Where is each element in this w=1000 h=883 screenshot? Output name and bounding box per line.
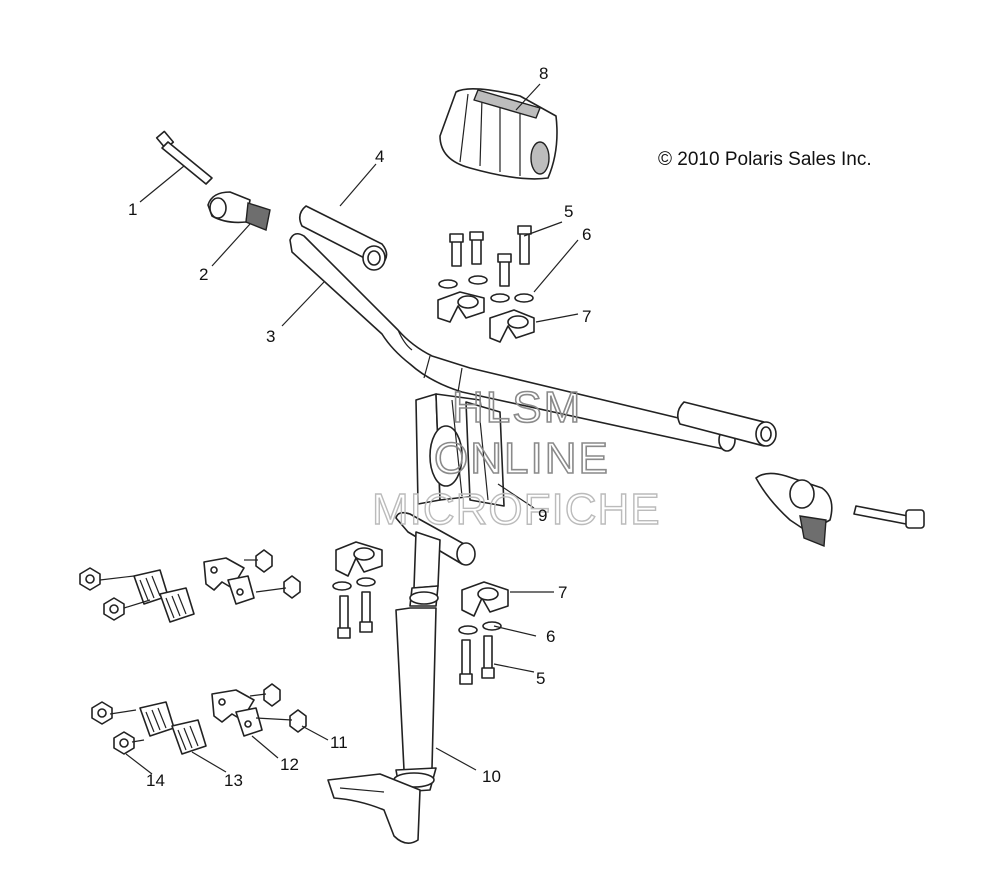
callout-5-upper: 5 [564, 202, 573, 221]
right-grip [676, 401, 777, 447]
part-1-bolt [155, 130, 213, 185]
callout-7-lower: 7 [558, 583, 567, 602]
leader-lines [99, 83, 579, 775]
callout-5-lower: 5 [536, 669, 545, 688]
upper-clamps [437, 291, 535, 343]
callout-6-upper: 6 [582, 225, 591, 244]
upper-left-hardware [79, 549, 301, 623]
callout-12: 12 [280, 755, 299, 774]
watermark-line-1: HLSM [452, 383, 582, 432]
callout-6-lower: 6 [546, 627, 555, 646]
right-bolt [853, 505, 925, 529]
lower-left-hardware [91, 683, 307, 755]
watermark-line-2: ONLINE [434, 434, 610, 483]
part-10-steering-post [327, 511, 476, 844]
callout-10: 10 [482, 767, 501, 786]
part-2-bar-end [207, 191, 271, 231]
callout-9: 9 [538, 506, 547, 525]
upper-clamp-bolts [438, 225, 534, 303]
part-8-pad [439, 88, 558, 180]
watermark-line-3: MICROFICHE [372, 485, 661, 534]
callout-3: 3 [266, 327, 275, 346]
callout-7-upper: 7 [582, 307, 591, 326]
lower-right-clamp [458, 581, 509, 685]
watermark: HLSM ONLINE MICROFICHE [371, 382, 661, 535]
part-4-grip [298, 205, 388, 271]
callout-14: 14 [146, 771, 165, 790]
callouts: 1 2 3 4 5 6 7 8 9 7 6 5 11 12 10 13 14 [128, 64, 591, 790]
callout-2: 2 [199, 265, 208, 284]
right-bar-end [755, 472, 833, 548]
callout-13: 13 [224, 771, 243, 790]
part-9-bracket [415, 393, 505, 507]
lower-left-clamp [332, 541, 383, 639]
copyright-text: © 2010 Polaris Sales Inc. [658, 149, 872, 170]
callout-4: 4 [375, 147, 384, 166]
callout-11: 11 [330, 733, 348, 752]
callout-1: 1 [128, 200, 137, 219]
callout-8: 8 [539, 64, 548, 83]
